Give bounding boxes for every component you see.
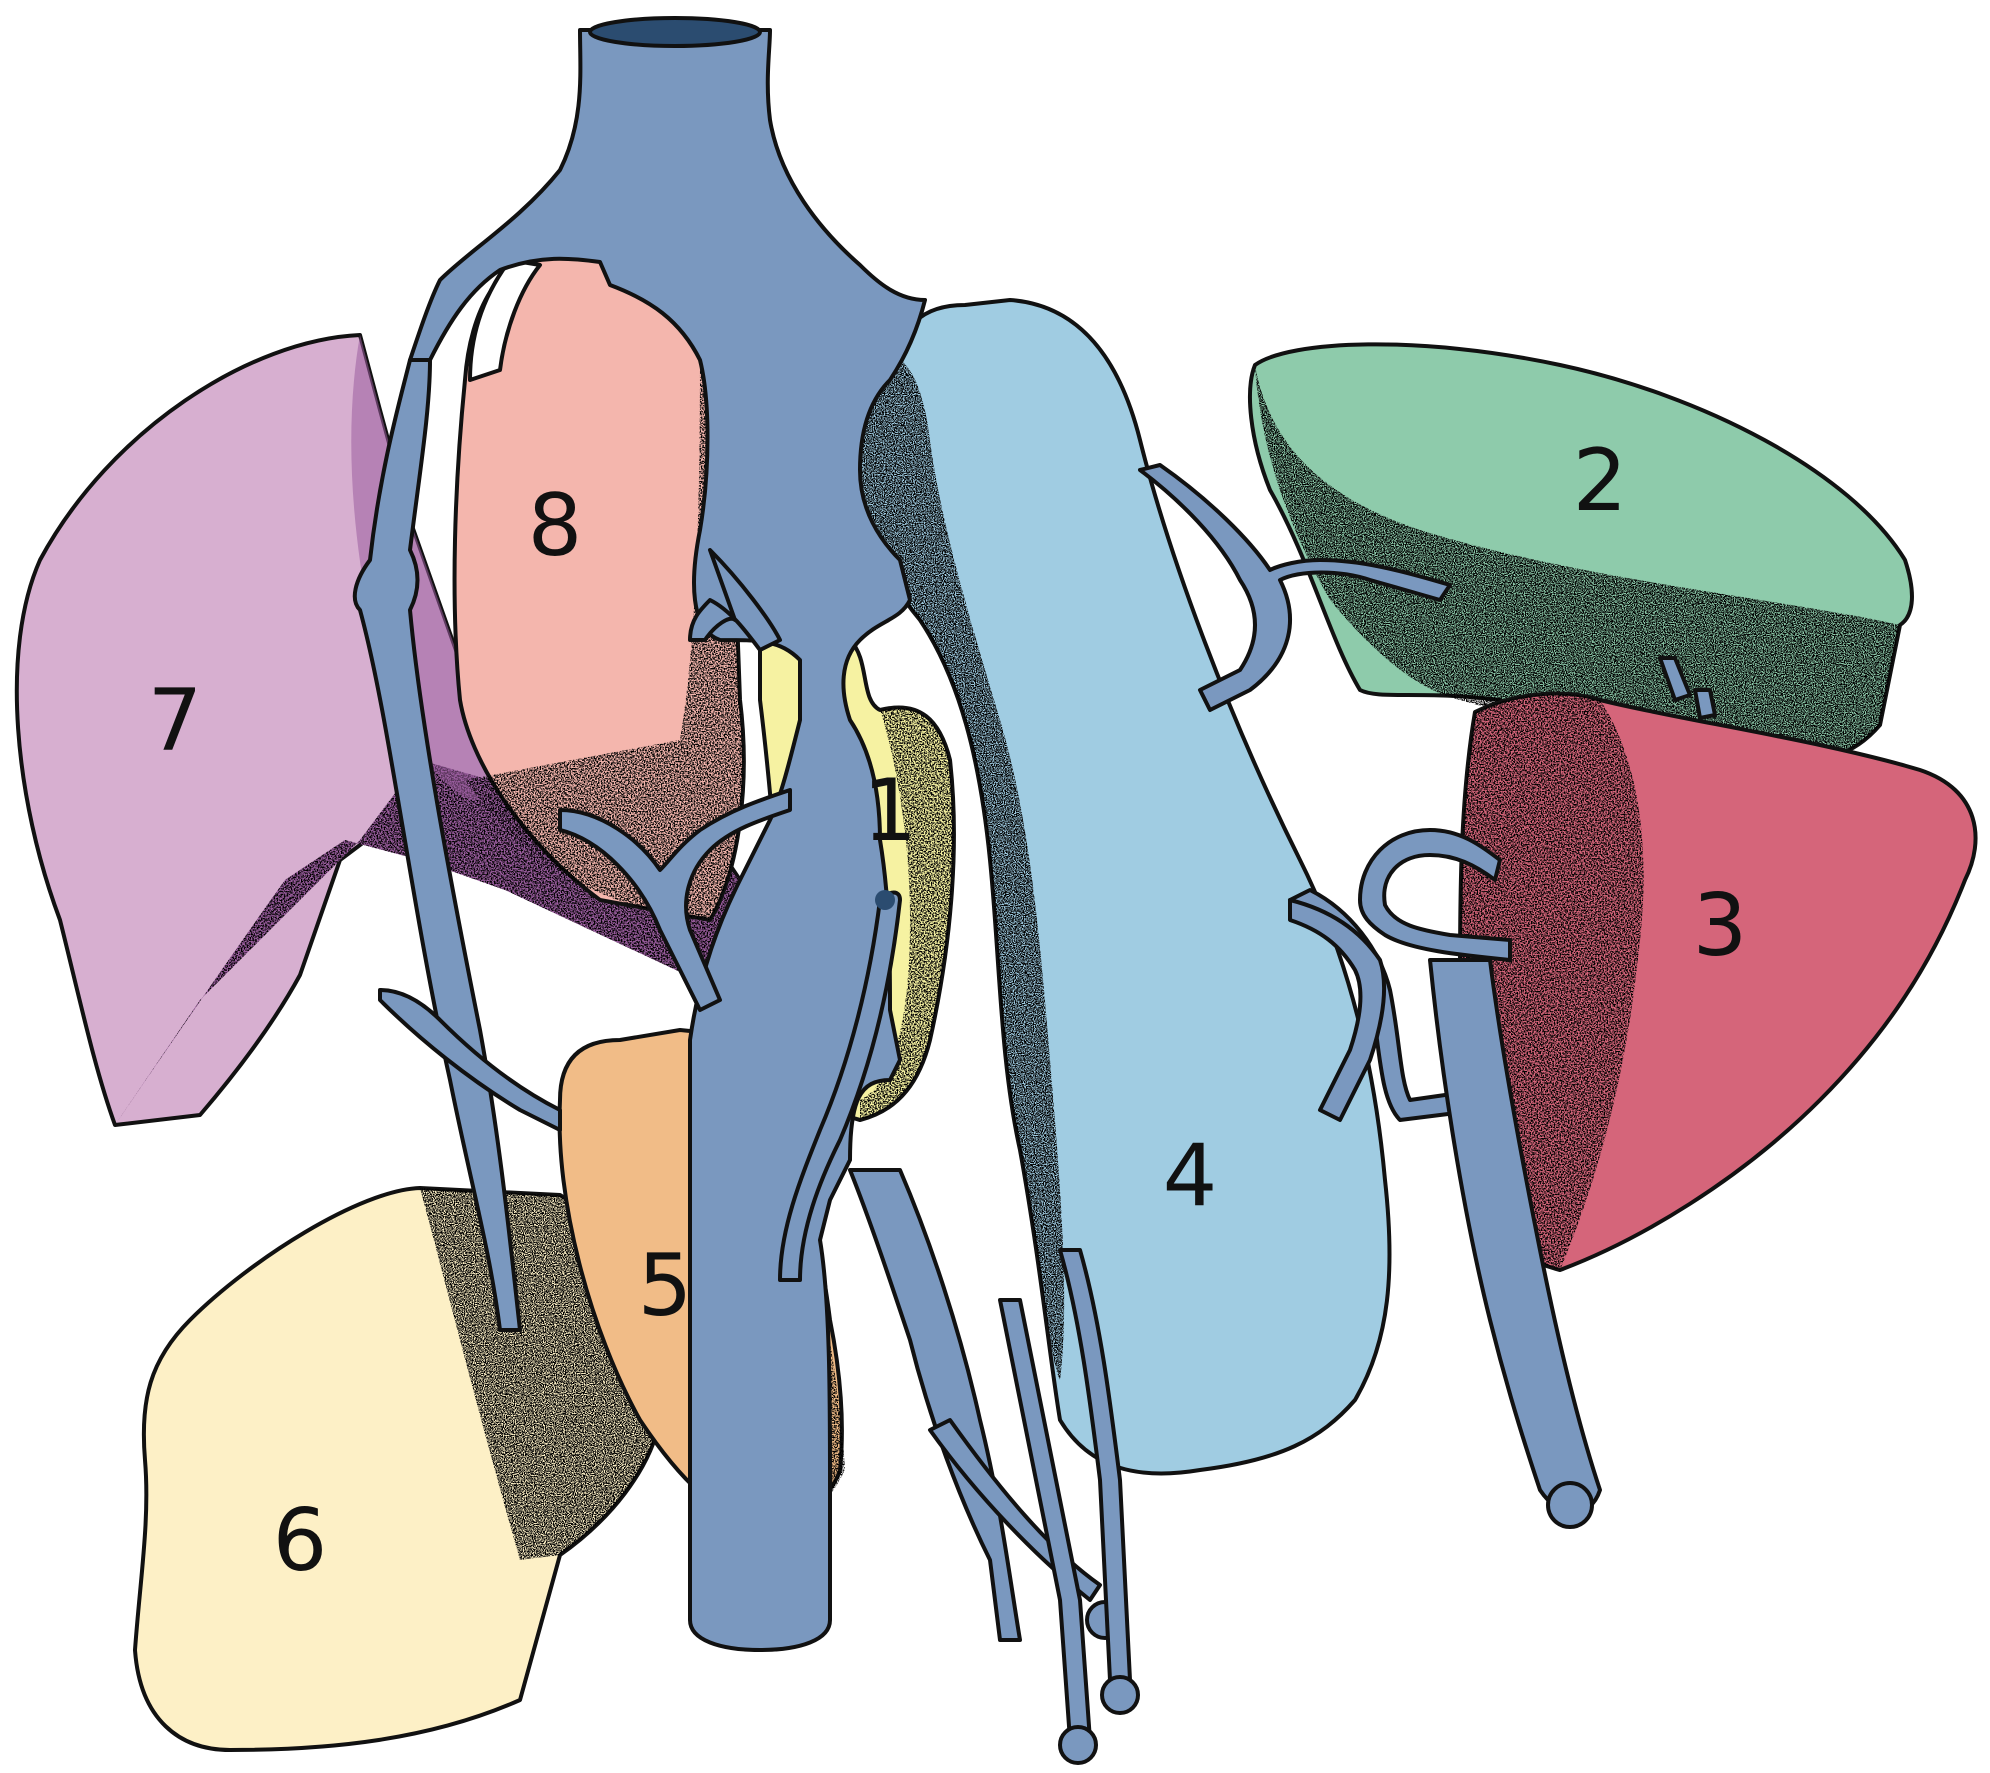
segment-2-speckle-face [1255, 365, 1900, 760]
vessel-network [352, 16, 1717, 1765]
segment-label-6: 6 [273, 1491, 328, 1591]
right-posterior-portal [378, 988, 562, 1132]
segment-5-portal [778, 890, 902, 1282]
segment-labels: 1 2 3 4 5 6 7 8 [148, 431, 1748, 1591]
hilar-trunk [848, 1168, 1022, 1642]
hilar-stub-b [1058, 1725, 1098, 1765]
segment-label-7: 7 [148, 671, 203, 771]
segment-3-portal-loop [1358, 828, 1512, 962]
segment-3-group [1458, 691, 1978, 1272]
segment-label-3: 3 [1693, 876, 1748, 976]
ivc-lumen [588, 16, 762, 48]
segment-4-speckle-face [844, 360, 1065, 1380]
right-portal-branch [558, 788, 792, 1012]
portal-stub [875, 890, 895, 910]
segment-label-2: 2 [1573, 431, 1628, 531]
segment-label-1: 1 [863, 761, 918, 861]
middle-hepatic-vein [688, 548, 782, 652]
segment-label-8: 8 [528, 476, 583, 576]
right-hepatic-vein [352, 358, 522, 1332]
segment-8-speckle-face [465, 330, 744, 920]
segment-1-speckle-face [860, 707, 954, 1120]
left-hepatic-vein [1138, 463, 1452, 712]
segment-2-portal-stub-2 [1693, 688, 1717, 720]
hilar-stub-c [1100, 1675, 1140, 1715]
hilar-arc [1288, 898, 1387, 1122]
segment-2-portal-stub [1658, 656, 1692, 702]
segment-label-5: 5 [638, 1236, 693, 1336]
segment-label-4: 4 [1163, 1126, 1218, 1226]
segment-8-notch [468, 258, 542, 382]
umbilical-stub [1546, 1481, 1594, 1529]
